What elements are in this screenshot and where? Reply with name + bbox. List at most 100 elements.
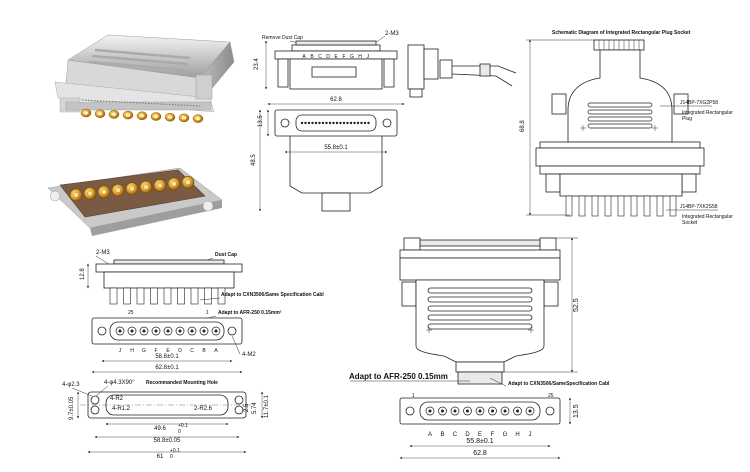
dim-center-socket: 58.8±0.1 [155, 354, 179, 360]
socket-plan-pins [115, 326, 221, 336]
dim-width-socket: 62.8±0.1 [155, 365, 179, 371]
socket-letter-c: C [190, 348, 194, 354]
top-letter-h: H [358, 54, 362, 60]
pin-number-1-socket: 1 [206, 310, 209, 316]
plug-body-slot [427, 314, 533, 321]
top-plan-pin [307, 121, 311, 125]
dim-25: 2.5 [244, 403, 250, 412]
top-plan-pin [300, 121, 304, 125]
socket-side-pins [109, 287, 226, 305]
schematic-slots [587, 102, 653, 129]
plug-photo-pin-center [112, 112, 116, 116]
socket-letter-j: J [119, 348, 122, 354]
top-letter-a: A [302, 54, 306, 60]
label-4m2: 4-M2 [242, 352, 256, 358]
socket-plan-pin-center [142, 329, 146, 333]
plug-plan-letter-g: G [503, 432, 508, 438]
dim-574: 5.74 [252, 402, 258, 414]
socket-letter-h: H [130, 348, 134, 354]
dim-117: 11.7±0.1 [264, 394, 270, 418]
pin-number-1-plug: 1 [412, 393, 415, 399]
socket-letter-a: A [214, 348, 218, 354]
plug-plan-letter-j: J [529, 432, 532, 438]
socket-side-pin [190, 287, 199, 305]
socket-photo-pin-center [143, 184, 149, 190]
plug-body-slot [427, 296, 533, 303]
dim-height-schematic: 68.8 [520, 120, 526, 132]
top-letter-f: F [342, 54, 345, 60]
dim-center-top: 55.8±0.1 [324, 145, 348, 151]
socket-plan-pin-center [166, 329, 170, 333]
pin-number-25-socket: 25 [128, 310, 134, 316]
plug-photo-pin-center [84, 111, 88, 115]
socket-photo-pins [69, 175, 195, 202]
pin-number-25-plug: 25 [548, 393, 554, 399]
top-plan-pin [339, 121, 342, 125]
plug-body-slots [427, 287, 533, 330]
label-adapt-cxn-plug: Adapt to CXN3506/SameSpecification Cabl [508, 381, 610, 387]
dim-center-plug: 55.8±0.1 [466, 438, 493, 445]
socket-photo-pin-center [115, 187, 121, 193]
socket-side-pin [204, 287, 212, 305]
label-adapt-afr-socket: Adapt to AFR-250 0.15mm² [218, 310, 282, 316]
plug-photo-pin-center [154, 115, 158, 118]
socket-letter-f: F [154, 348, 157, 354]
socket-photo [47, 167, 223, 236]
schematic-pin [643, 195, 651, 217]
socket-letter-g: G [142, 348, 146, 354]
plug-plan-letter-e: E [478, 432, 482, 438]
plug-plan-pin-center [428, 409, 432, 413]
top-plan-pin [314, 121, 318, 125]
label-2m3-socket: 2-M3 [96, 250, 110, 256]
schematic-slot [587, 123, 653, 129]
top-plan-pin [321, 121, 325, 125]
top-plan-pin [367, 121, 370, 125]
schematic-pin [630, 195, 638, 217]
plug-body-slot [427, 305, 533, 312]
schematic-slot [587, 109, 653, 115]
socket-photo-pin-center [73, 192, 79, 198]
plug-plan-pins [425, 406, 535, 416]
plug-photo-pin-center [196, 117, 200, 121]
socket-letter-e: E [166, 348, 170, 354]
top-plan-pin [311, 121, 314, 125]
socket-plan-pin-center [130, 329, 134, 333]
label-4r2: 4-R2 [110, 396, 124, 402]
plug-photo-pin-center [168, 115, 172, 119]
schematic-title: Schematic Diagram of Integrated Rectangu… [552, 30, 691, 36]
top-plan-pin [335, 121, 339, 125]
schematic-slot [587, 102, 653, 108]
top-plan-pin [349, 121, 353, 125]
top-plan-pin [332, 121, 335, 125]
dim-width-plug: 62.8 [473, 450, 487, 457]
plug-plan-letter-h: H [515, 432, 519, 438]
socket-photo-pin-center [101, 189, 107, 195]
top-plan-pin [304, 121, 307, 125]
socket-photo-pin-center [185, 179, 191, 185]
socket-plan-pin-center [154, 329, 158, 333]
plug-photo-pin-center [98, 112, 102, 116]
socket-side-pin [177, 287, 185, 305]
plug-photo-pin-center [140, 114, 144, 118]
socket-side-pin [150, 287, 158, 305]
plug-plan-letter-f: F [491, 432, 495, 438]
plug-plan-pin-center [466, 409, 469, 413]
plug-photo-pin-center [182, 116, 186, 120]
socket-plan-pin-center [202, 329, 206, 333]
socket-part-number: J14BP-7XK2S58 [680, 204, 718, 210]
top-plan-pin [356, 121, 360, 125]
top-plan-pin [360, 121, 363, 125]
top-letter-d: D [326, 54, 330, 60]
schematic-pin [591, 195, 599, 217]
top-letter-e: E [334, 54, 338, 60]
label-remove-dust-cap: Remove Dust Cap [262, 35, 303, 41]
plug-plan-pin-center [528, 409, 532, 413]
